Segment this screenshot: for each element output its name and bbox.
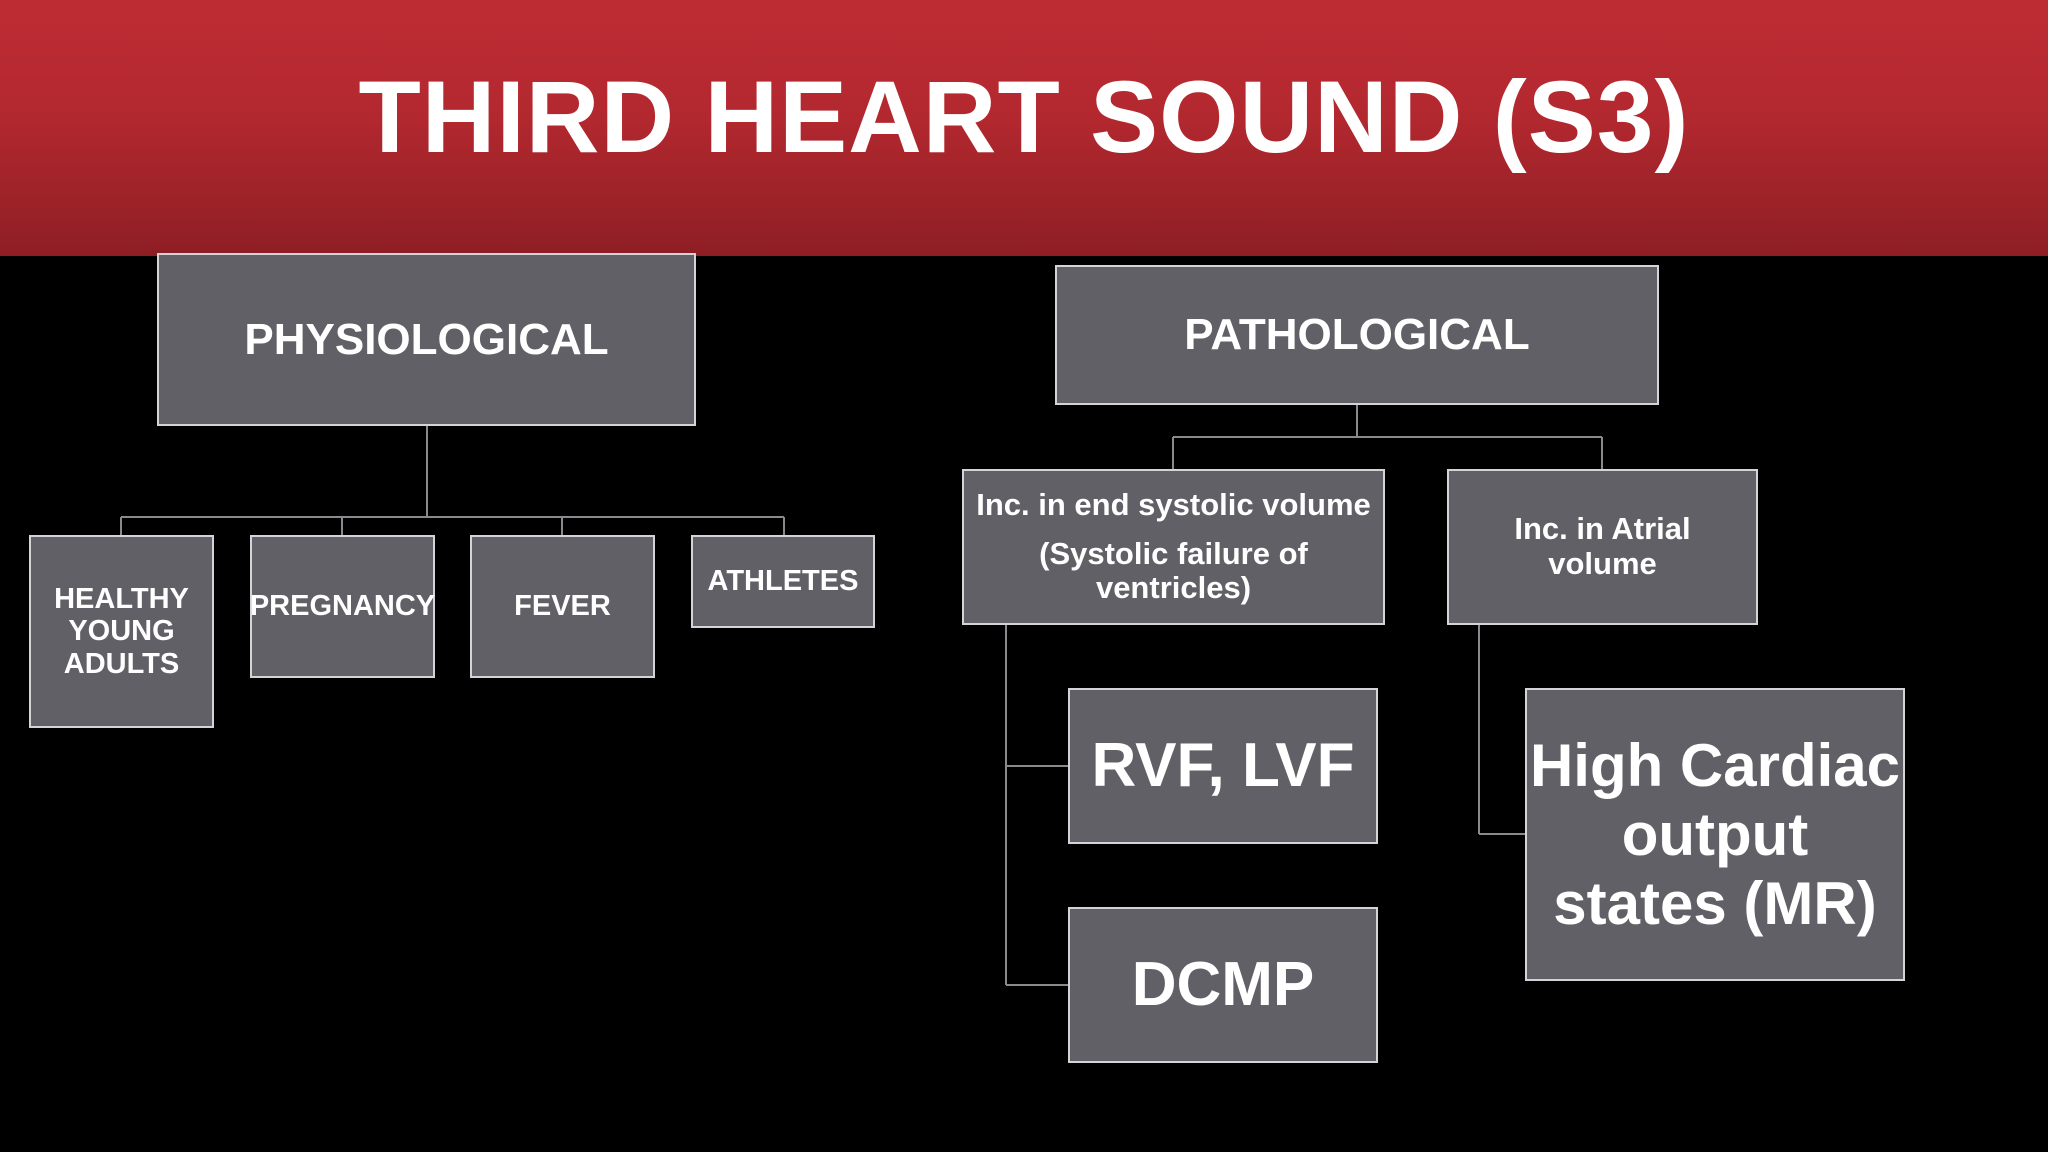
healthy-young-adults-line2: YOUNG [68,615,175,648]
rvf-lvf-label: RVF, LVF [1091,731,1355,801]
healthy-young-adults-line3: ADULTS [63,647,180,680]
hco-line2: output [1621,801,1809,868]
healthy-young-adults-box: HEALTHY YOUNG ADULTS [29,535,214,728]
athletes-box: ATHLETES [691,535,875,628]
atrial-volume-box: Inc. in Atrial volume [1447,469,1758,625]
healthy-young-adults-line1: HEALTHY [54,582,189,615]
pathological-label: PATHOLOGICAL [1184,310,1530,360]
fever-box: FEVER [470,535,655,678]
pathological-box: PATHOLOGICAL [1055,265,1659,405]
end-systolic-volume-box: Inc. in end systolic volume (Systolic fa… [962,469,1385,625]
esv-line2: (Systolic failure of [1039,535,1308,571]
physiological-label: PHYSIOLOGICAL [244,314,609,364]
athletes-label: ATHLETES [707,565,859,598]
pregnancy-box: PREGNANCY [250,535,435,678]
fever-label: FEVER [514,590,611,623]
dcmp-box: DCMP [1068,907,1378,1063]
atrial-line1: Inc. in Atrial [1514,511,1691,547]
esv-line3: ventricles) [1095,570,1252,606]
dcmp-label: DCMP [1131,950,1315,1020]
physiological-box: PHYSIOLOGICAL [157,253,696,426]
title-banner: THIRD HEART SOUND (S3) [0,0,2048,256]
atrial-line2: volume [1548,546,1657,581]
rvf-lvf-box: RVF, LVF [1068,688,1378,844]
slide-title: THIRD HEART SOUND (S3) [358,59,1690,174]
hco-line3: states (MR) [1553,870,1877,937]
pregnancy-label: PREGNANCY [249,590,436,623]
hco-line1: High Cardiac [1529,732,1901,799]
high-cardiac-output-box: High Cardiac output states (MR) [1525,688,1905,981]
esv-line1: Inc. in end systolic volume [976,486,1371,522]
